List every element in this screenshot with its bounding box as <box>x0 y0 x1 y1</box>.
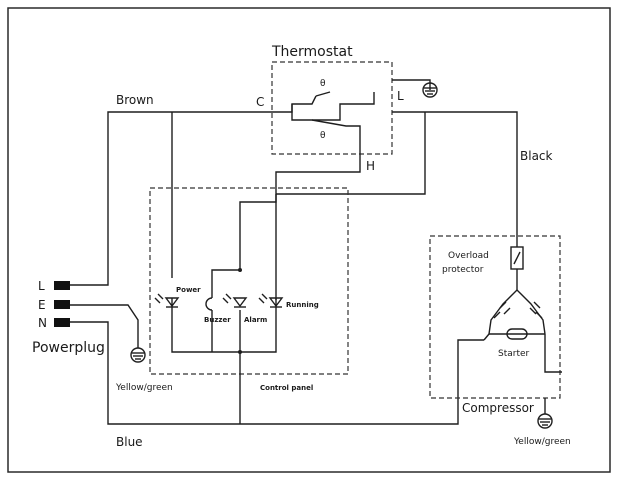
power-led-icon <box>154 293 180 308</box>
blue-wire-label: Blue <box>116 435 143 449</box>
thermostat-h-terminal: H <box>366 159 375 173</box>
thermostat-label: Thermostat <box>271 44 353 60</box>
alarm-led-icon <box>222 293 248 308</box>
compressor-label: Compressor <box>462 401 534 415</box>
control-bus <box>171 298 277 353</box>
alarm-label: Alarm <box>244 316 267 324</box>
control-panel-label: Control panel <box>260 384 313 392</box>
plug-l-label: L <box>38 279 45 293</box>
thermostat-ground-icon <box>392 79 438 98</box>
overload-protector-icon <box>510 246 524 290</box>
h-wire <box>239 150 361 270</box>
starter-icon <box>506 328 528 340</box>
compressor-return-wire <box>483 333 490 341</box>
running-led-icon <box>258 293 284 308</box>
compressor-earth-wire <box>544 334 562 373</box>
thermostat-theta-top: θ <box>320 79 326 89</box>
brown-wire-label: Brown <box>116 93 154 107</box>
thermostat-c-terminal: C <box>256 95 264 109</box>
compressor-group: Overload protector Starter Compressor <box>429 235 562 415</box>
overload-label-1: Overload <box>448 251 489 261</box>
compressor-box <box>429 235 561 399</box>
plug-yellow-green-label: Yellow/green <box>115 383 173 393</box>
plug-n-label: N <box>38 316 47 330</box>
plug-pin-e <box>54 300 70 309</box>
thermostat-l-terminal: L <box>397 89 404 103</box>
plug-pin-n <box>54 318 70 327</box>
thermostat-group: Thermostat C L H θ θ <box>256 44 404 173</box>
compressor-yellow-green-label: Yellow/green <box>513 437 571 447</box>
plug-ground-icon <box>130 347 146 363</box>
control-panel-box <box>149 187 349 375</box>
black-wire-label: Black <box>520 149 553 163</box>
compressor-ground-icon <box>537 398 553 429</box>
overload-label-2: protector <box>442 265 484 275</box>
power-plug: L E N Powerplug <box>32 279 105 356</box>
diagram-frame <box>7 7 611 473</box>
buzzer-branch <box>211 269 240 298</box>
starter-label: Starter <box>498 349 530 359</box>
control-panel: Control panel Power Buzzer Alarm <box>149 187 349 424</box>
blue-wire <box>70 321 484 425</box>
compressor-motor-icon <box>488 289 546 335</box>
running-label: Running <box>286 301 319 309</box>
powerplug-label: Powerplug <box>32 340 105 356</box>
plug-e-label: E <box>38 298 46 312</box>
buzzer-icon <box>205 297 213 311</box>
thermostat-switch-icon <box>286 91 375 150</box>
brown-wire <box>70 111 286 286</box>
black-wire <box>392 111 518 247</box>
plug-pin-l <box>54 281 70 290</box>
feed-wire <box>276 112 426 195</box>
thermostat-theta-bottom: θ <box>320 131 326 141</box>
buzzer-label: Buzzer <box>204 316 231 324</box>
thermostat-box <box>271 61 393 155</box>
earth-wire <box>70 304 139 348</box>
power-label: Power <box>176 286 201 294</box>
